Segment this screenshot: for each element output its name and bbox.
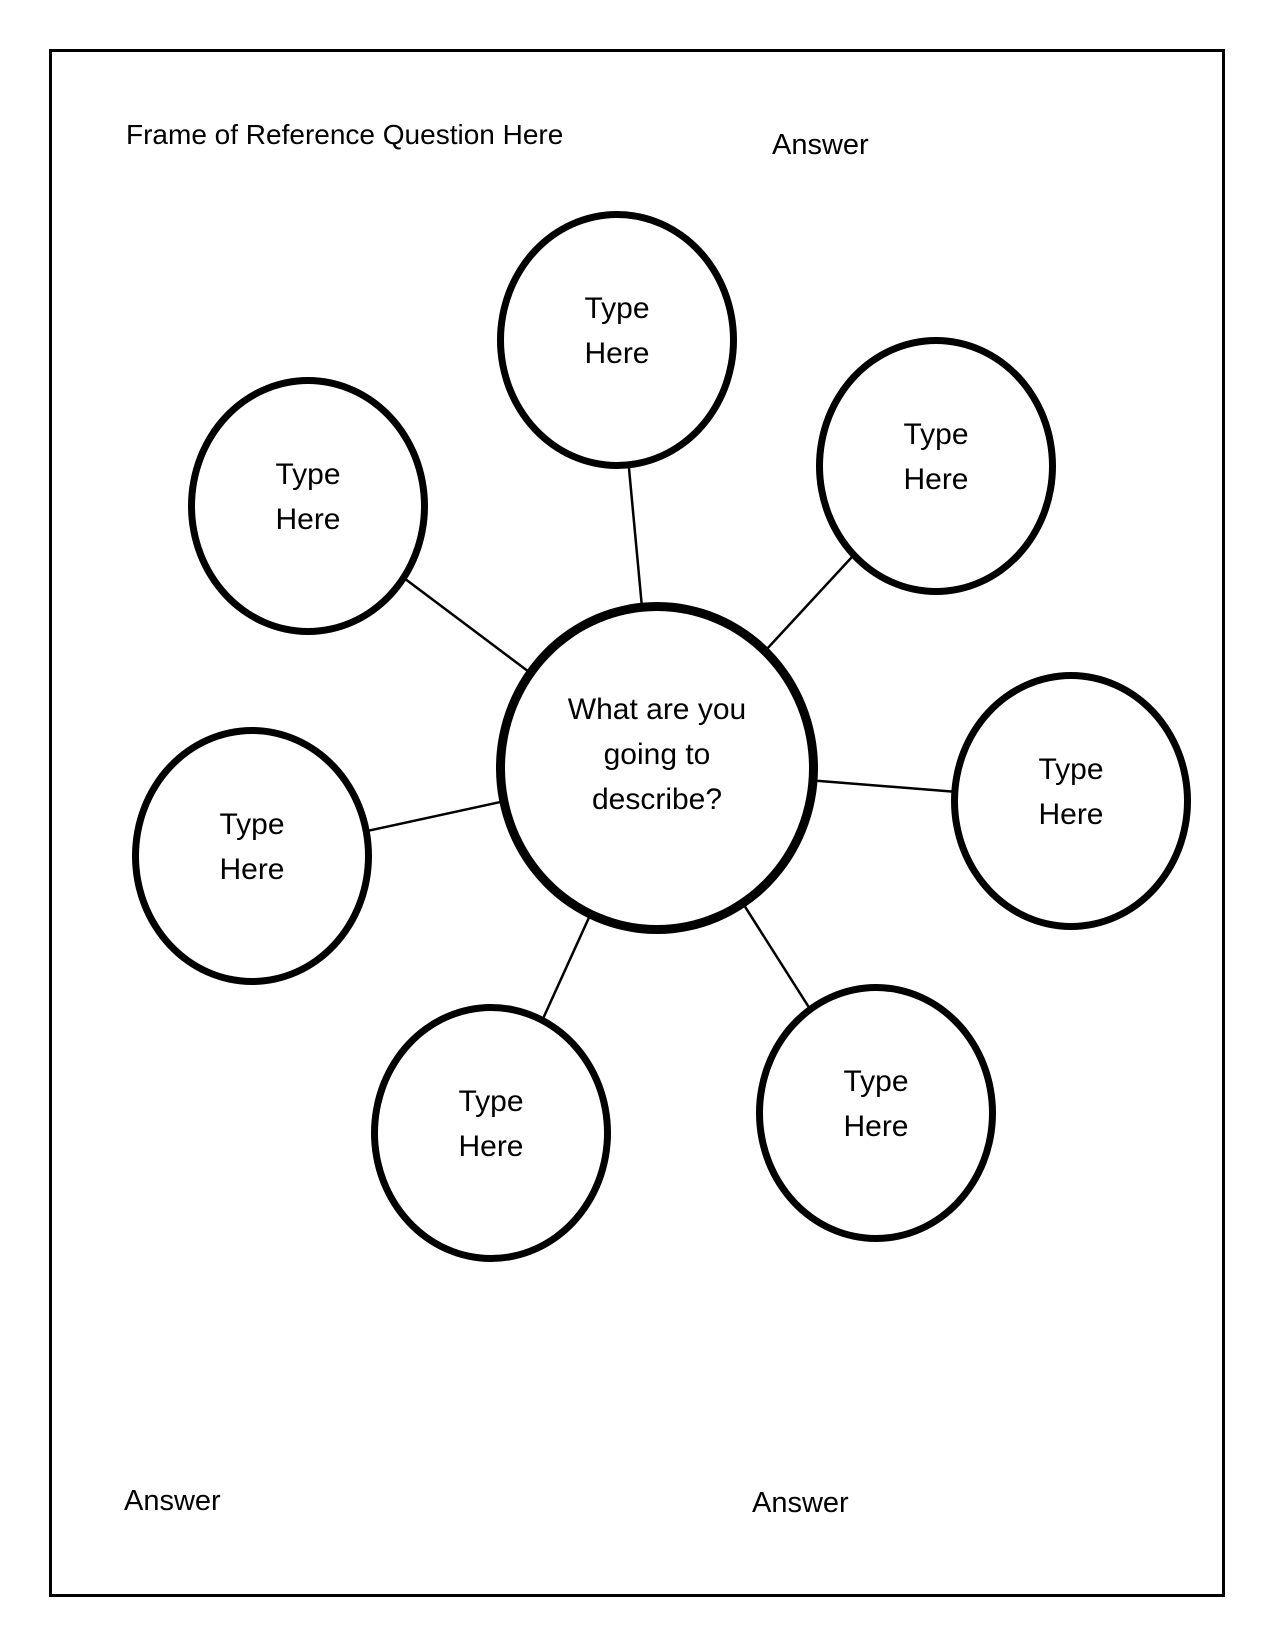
bubble-left-label: Type Here	[219, 802, 284, 892]
bubble-top-right[interactable]: Type Here	[816, 337, 1056, 595]
bubble-left-line-1: Type	[219, 808, 285, 841]
answer-label-bottom-left: Answer	[124, 1485, 221, 1517]
center-bubble-line-1: What are you	[567, 692, 747, 726]
bubble-right[interactable]: Type Here	[951, 672, 1191, 930]
bubble-bottom-left-line-2: Here	[458, 1130, 524, 1163]
bubble-top[interactable]: Type Here	[497, 211, 737, 469]
bubble-bottom-right-label: Type Here	[843, 1059, 908, 1149]
bubble-bottom-left-line-1: Type	[458, 1085, 524, 1118]
bubble-bottom-right-line-2: Here	[843, 1110, 909, 1143]
bubble-top-left-line-2: Here	[275, 503, 341, 536]
page-border	[49, 49, 1225, 1597]
bubble-bottom-right[interactable]: Type Here	[756, 984, 996, 1242]
bubble-top-line-2: Here	[584, 337, 650, 370]
center-bubble-label: What are you going to describe?	[568, 687, 746, 822]
bubble-top-label: Type Here	[584, 286, 649, 376]
bubble-top-left-label: Type Here	[275, 452, 340, 542]
bubble-right-label: Type Here	[1038, 747, 1103, 837]
bubble-bottom-left[interactable]: Type Here	[371, 1004, 611, 1262]
bubble-bottom-left-label: Type Here	[458, 1079, 523, 1169]
center-bubble-line-3: describe?	[591, 782, 723, 816]
frame-of-reference-question-text: Frame of Reference Question Here	[126, 119, 564, 150]
bubble-top-line-1: Type	[584, 292, 650, 325]
bubble-left-line-2: Here	[219, 853, 285, 886]
answer-label-bottom-center: Answer	[752, 1487, 849, 1519]
bubble-top-right-label: Type Here	[903, 412, 968, 502]
bubble-top-right-line-1: Type	[903, 418, 969, 451]
answer-label-top-right: Answer	[772, 129, 869, 161]
bubble-right-line-1: Type	[1038, 753, 1104, 786]
bubble-right-line-2: Here	[1038, 798, 1104, 831]
bubble-top-left[interactable]: Type Here	[188, 377, 428, 635]
bubble-top-left-line-1: Type	[275, 458, 341, 491]
center-bubble[interactable]: What are you going to describe?	[496, 602, 818, 934]
bubble-bottom-right-line-1: Type	[843, 1065, 909, 1098]
bubble-left[interactable]: Type Here	[132, 727, 372, 985]
bubble-top-right-line-2: Here	[903, 463, 969, 496]
center-bubble-line-2: going to	[603, 737, 711, 771]
